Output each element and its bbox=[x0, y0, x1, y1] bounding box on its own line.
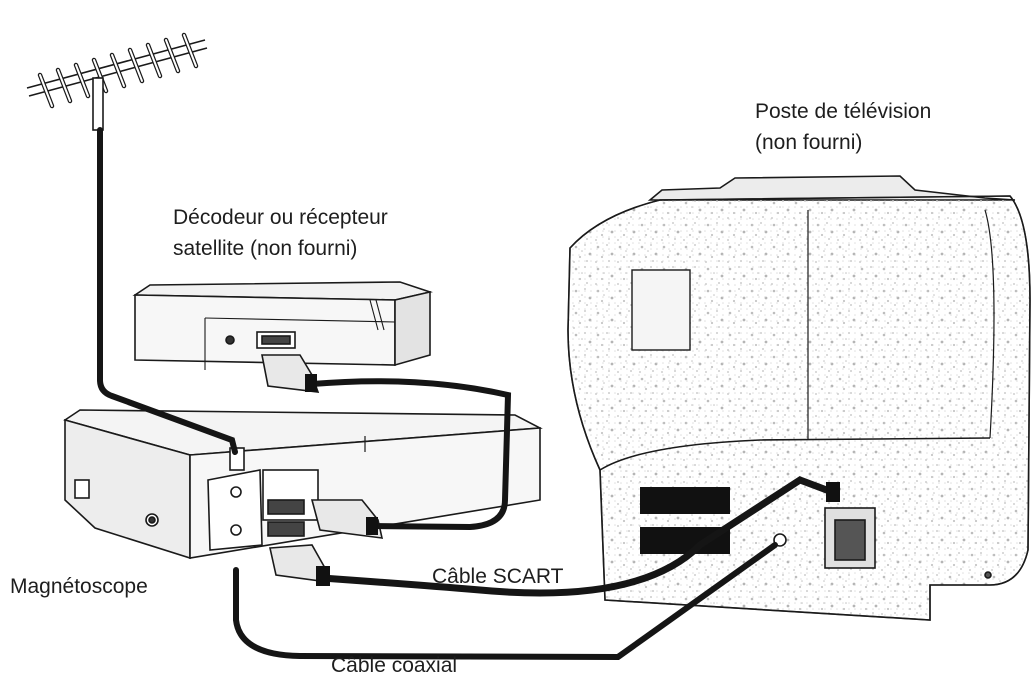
television bbox=[567, 175, 1031, 621]
antenna-cable bbox=[97, 127, 238, 455]
cables bbox=[97, 127, 836, 661]
tv-label: Poste de télévision (non fourni) bbox=[755, 96, 931, 158]
decoder-label-line2: satellite (non fourni) bbox=[173, 237, 358, 260]
vcr-label: Magnétoscope bbox=[10, 575, 148, 598]
coax-cable-label: Câble coaxial bbox=[331, 654, 458, 677]
decoder-label-line1: Décodeur ou récepteur bbox=[173, 206, 388, 229]
decoder-box bbox=[132, 281, 433, 393]
antenna bbox=[26, 32, 208, 131]
tv-label-line2: (non fourni) bbox=[755, 131, 863, 154]
tv-label-line1: Poste de télévision bbox=[755, 100, 932, 123]
scart-cable-label: Câble SCART bbox=[432, 565, 564, 588]
decoder-scart-cable bbox=[309, 378, 512, 531]
coax-cable bbox=[233, 542, 778, 661]
vcr bbox=[63, 409, 543, 583]
tv-scart-cable bbox=[318, 476, 836, 597]
decoder-label: Décodeur ou récepteur satellite (non fou… bbox=[173, 202, 388, 264]
